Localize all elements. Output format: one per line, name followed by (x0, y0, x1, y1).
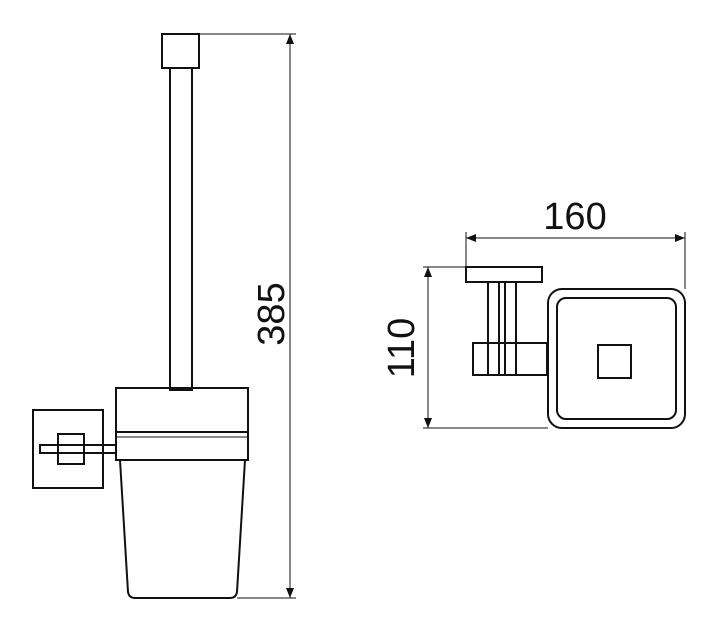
side-cup-outer (547, 288, 686, 429)
side-center-square (597, 344, 632, 379)
side-connector (472, 342, 548, 376)
dim-arrow-bottom-110 (424, 418, 432, 428)
cup (119, 459, 246, 599)
side-cup-inner (556, 297, 677, 420)
side-post-right (504, 281, 517, 376)
dim-arrow-bottom (286, 588, 294, 598)
side-post-left (487, 281, 500, 376)
wall-plate (32, 409, 104, 489)
dim-arrow-right-160 (675, 234, 685, 242)
front-view: 385 (32, 33, 296, 599)
lid (115, 387, 249, 433)
dim-label-110: 110 (381, 318, 423, 379)
dim-arrow-top (286, 34, 294, 44)
dim-arrow-top-110 (424, 267, 432, 277)
side-view: 160 110 (381, 196, 686, 429)
dim-label-160: 160 (543, 196, 606, 238)
bracket-arm (39, 444, 117, 454)
band (115, 431, 249, 461)
dim-arrow-left-160 (466, 234, 476, 242)
handle-cap (161, 33, 200, 69)
dim-label-385: 385 (251, 282, 293, 345)
handle-stem (169, 67, 193, 391)
side-top-bar (465, 266, 543, 283)
bracket-clamp (57, 433, 85, 465)
